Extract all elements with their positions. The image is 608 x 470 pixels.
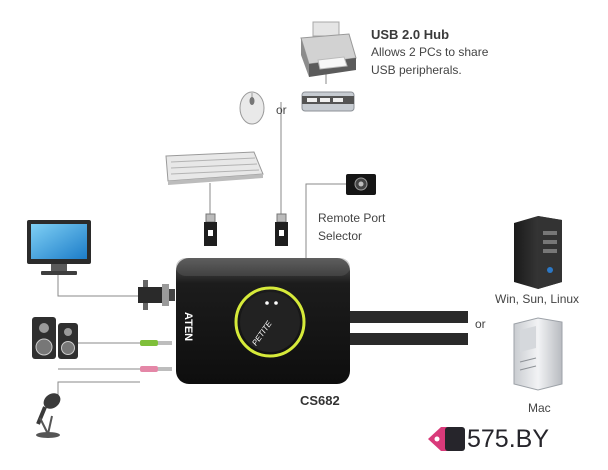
watermark-text: 575.BY — [467, 425, 550, 453]
or-label-computers: or — [475, 317, 486, 331]
mouse-icon — [239, 91, 265, 125]
usb-hub-description-line-1: Allows 2 PCs to share — [371, 45, 489, 59]
remote-port-label-line-2: Selector — [318, 229, 363, 243]
computer-tower-icon — [514, 216, 562, 289]
usb-hub-title: USB 2.0 Hub — [371, 27, 450, 42]
device-model-label: CS682 — [300, 393, 340, 408]
pc-os-label: Win, Sun, Linux — [495, 292, 580, 306]
audio-plug-icon — [140, 366, 172, 372]
speakers-icon — [32, 317, 78, 359]
mac-pro-icon — [513, 317, 563, 391]
printer-icon — [300, 21, 357, 77]
usb-hub-description-line-2: USB peripherals. — [371, 63, 462, 77]
keyboard-icon — [165, 151, 264, 185]
remote-port-selector-icon — [346, 174, 376, 195]
usb-plug-icon — [204, 213, 217, 246]
remote-port-label-line-1: Remote Port — [318, 211, 386, 225]
kvm-switch-device — [176, 258, 350, 384]
vga-connector-icon — [138, 280, 175, 310]
computer-cables — [350, 311, 468, 345]
usb-plug-icon — [275, 213, 288, 246]
monitor-icon — [27, 220, 91, 275]
device-brand-label: ATEN — [182, 312, 194, 342]
watermark-tag-icon — [428, 427, 465, 451]
usb-hub-icon — [301, 91, 355, 112]
audio-plug-icon — [140, 340, 172, 346]
microphone-icon — [36, 393, 61, 438]
mac-label: Mac — [528, 401, 551, 415]
or-label-mouse-hub: or — [276, 103, 287, 117]
port-button-ring — [234, 286, 306, 358]
